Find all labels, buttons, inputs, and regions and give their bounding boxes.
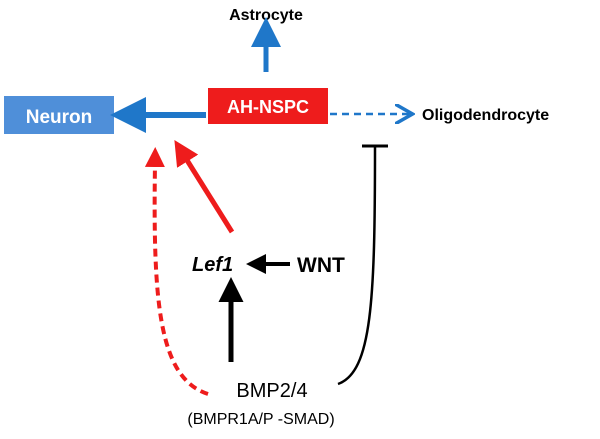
oligodendrocyte-label: Oligodendrocyte (422, 107, 549, 124)
red-dashed-arrow-bmp-to-neuron (144, 147, 209, 396)
neuron-box (4, 96, 114, 134)
ahnspc-label: AH-NSPC (227, 97, 309, 117)
astrocyte-label: Astrocyte (229, 7, 303, 24)
wnt-label: WNT (297, 254, 345, 277)
neuron-label: Neuron (26, 107, 93, 128)
inhibition-curve (337, 145, 377, 386)
receptor-label: (BMPR1A/P -SMAD) (187, 411, 334, 428)
bmp-label: BMP2/4 (236, 380, 307, 402)
red-arrow-lef1-to-neuron (174, 140, 235, 234)
lef1-label: Lef1 (192, 254, 233, 276)
ahnspc-box (208, 88, 328, 124)
